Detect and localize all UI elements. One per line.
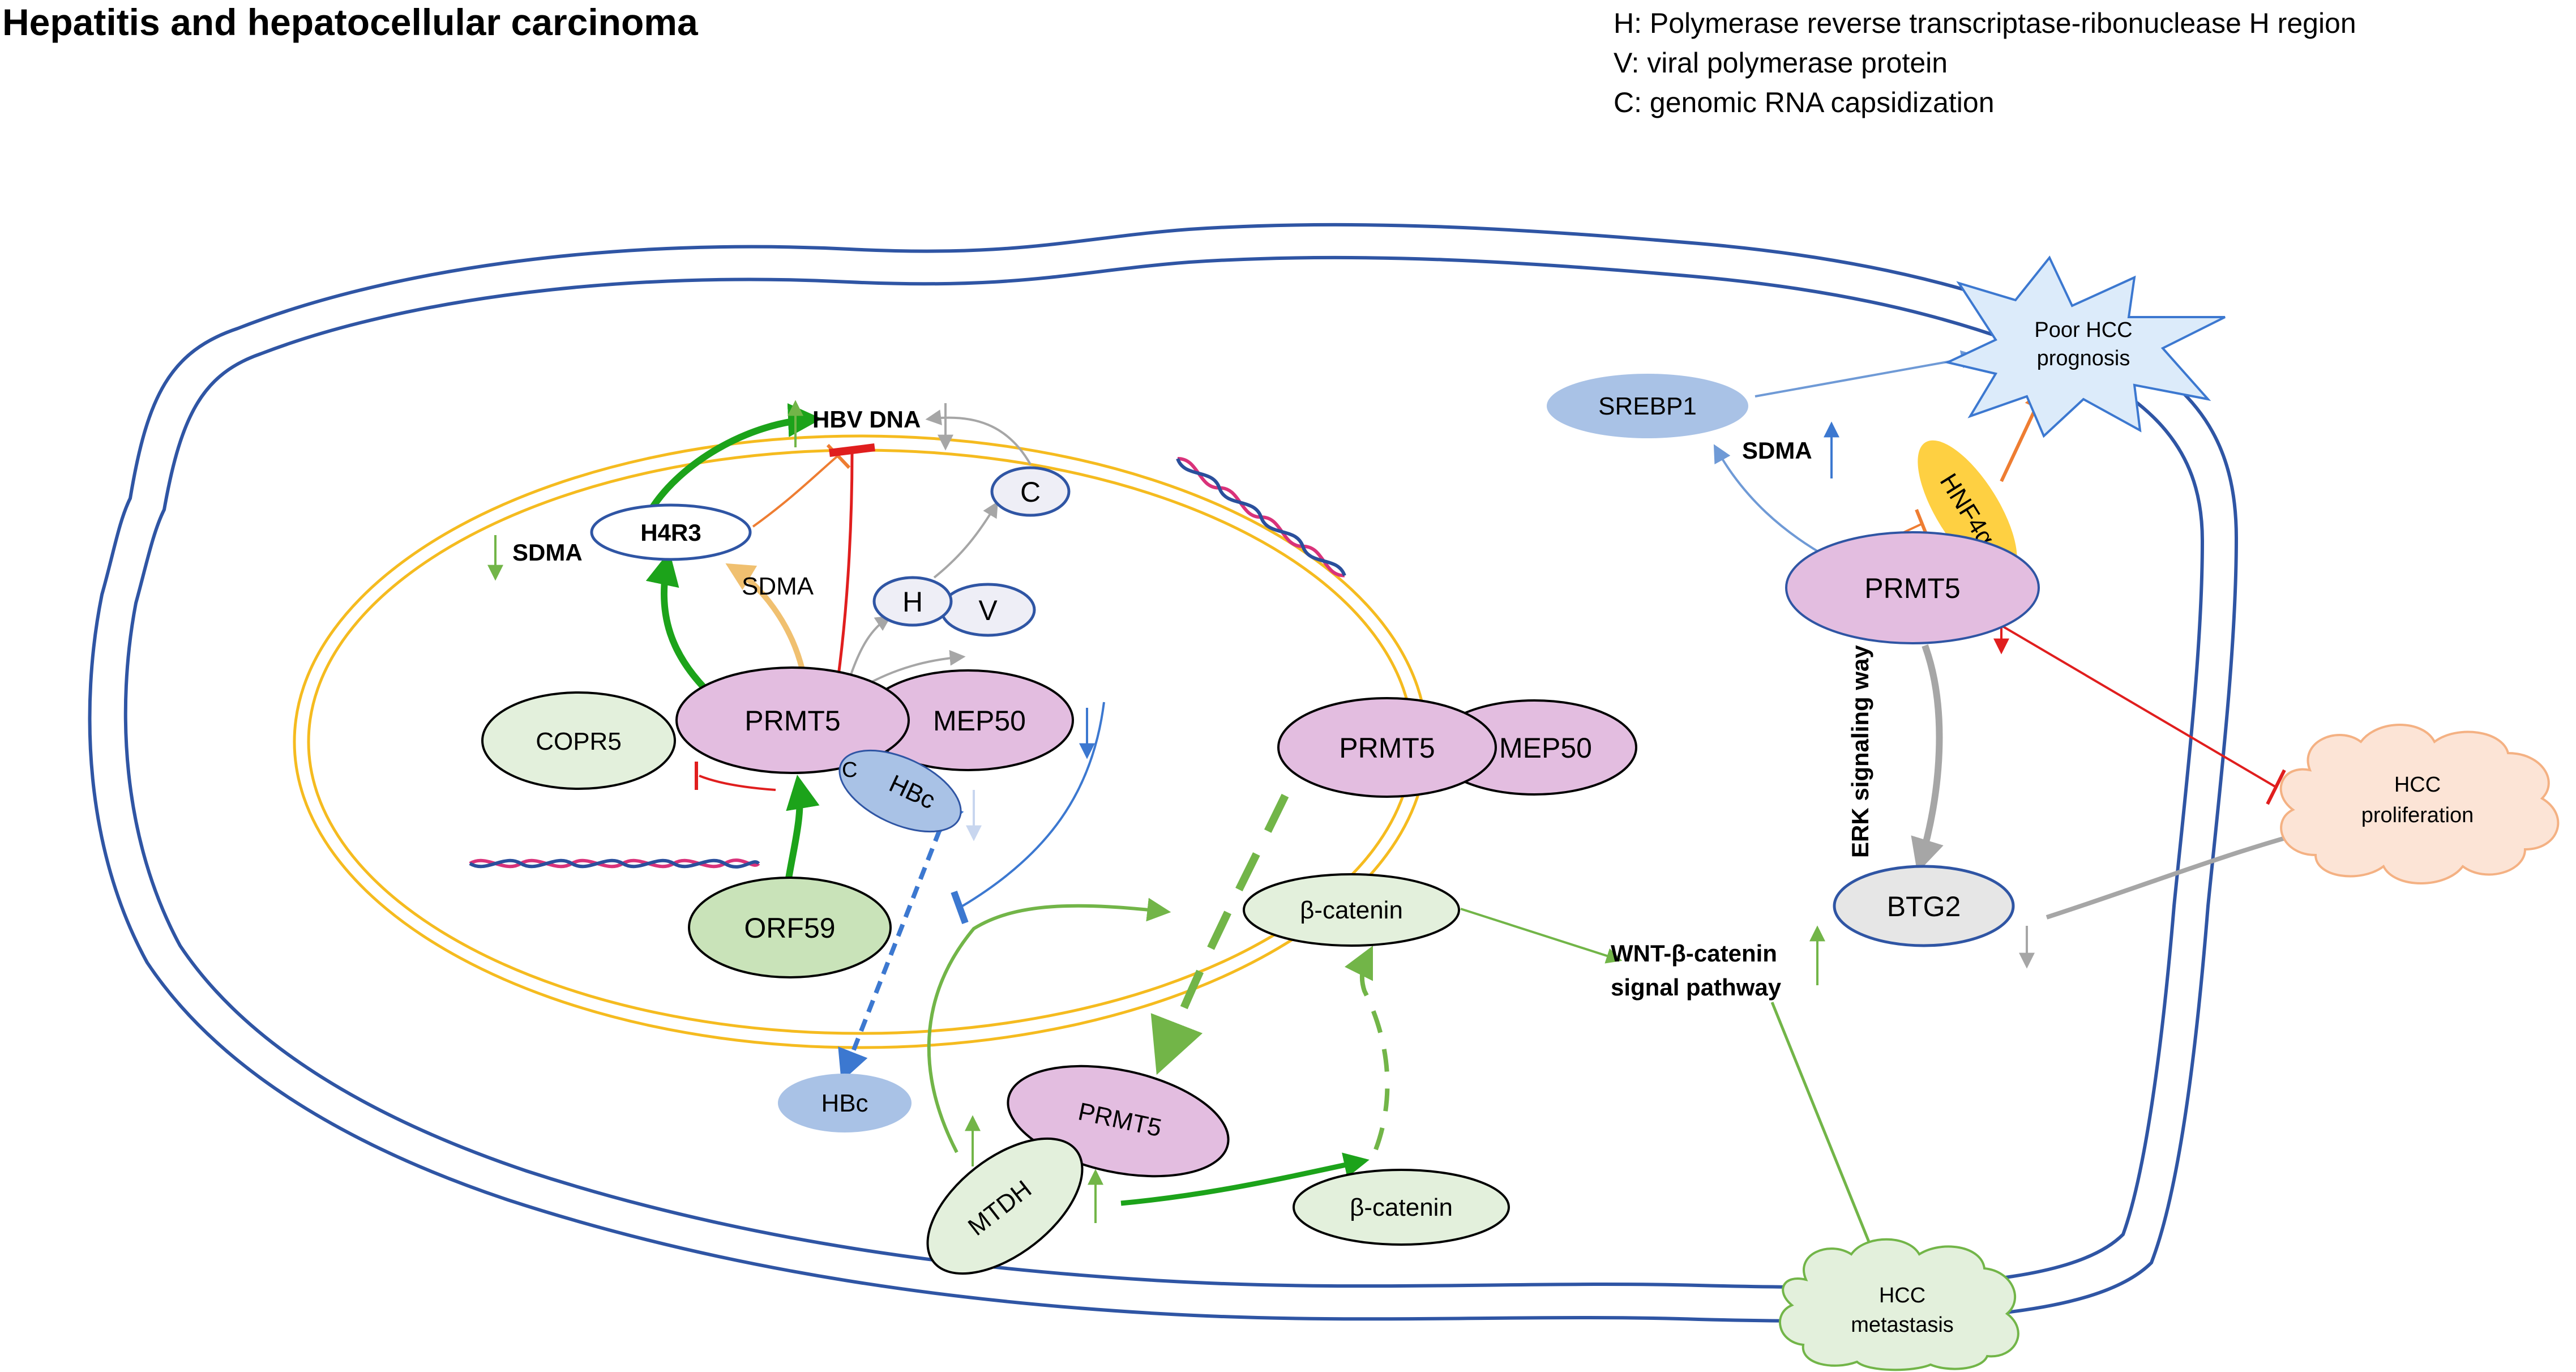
arrow-h-to-c <box>933 501 998 579</box>
arrow-prmt5-to-srebp1 <box>1713 444 1829 559</box>
sdma-h4r3-label: SDMA <box>512 539 583 566</box>
arrow-betacatenin-to-wnt <box>1460 908 1623 964</box>
arrow-betacatenin-up <box>1344 945 1390 1151</box>
poor-prognosis-starburst <box>1944 255 2226 438</box>
beta-catenin-top-label: β-catenin <box>1300 896 1403 924</box>
beta-catenin-bottom-node <box>1293 1169 1510 1246</box>
mep50-mid-label: MEP50 <box>1499 732 1592 764</box>
poor-prognosis-line1: Poor HCC <box>2034 318 2132 342</box>
sdma-srebp-label: SDMA <box>1742 437 1812 464</box>
poor-prognosis-line2: prognosis <box>2037 347 2130 370</box>
legend-v: V: viral polymerase protein <box>1614 47 1948 79</box>
arrow-hbc-shuttle <box>838 800 964 1082</box>
copr5-node <box>481 691 676 790</box>
inhibit-hbc-copr5 <box>699 775 776 791</box>
hbc-cytoplasm-node <box>778 1074 912 1132</box>
c-tag-label: C <box>842 758 857 782</box>
arrow-mtdh-to-betacatenin-bottom <box>1120 1152 1370 1206</box>
btg2-node <box>1833 865 2015 947</box>
arrow-prmt5-to-btg2 <box>1911 644 1944 873</box>
wnt-label-line2: signal pathway <box>1611 974 1782 1001</box>
mep50-nucleus-label: MEP50 <box>933 705 1026 737</box>
hcc-metastasis-cloud <box>1778 1238 2019 1371</box>
v-label: V <box>978 595 998 626</box>
arrow-srebp1-to-prognosis <box>1755 350 1980 398</box>
srebp1-node <box>1547 374 1748 438</box>
hcc-proliferation-line2: proliferation <box>2361 803 2474 827</box>
arrow-prmt5-to-h4r3 <box>645 551 721 705</box>
prmt5-mid-label: PRMT5 <box>1339 732 1435 764</box>
prmt5-nucleus-label: PRMT5 <box>744 705 840 737</box>
legend-h: H: Polymerase reverse transcriptase-ribo… <box>1614 7 2356 39</box>
dna-helix-icon <box>1176 456 1346 578</box>
beta-catenin-bottom-label: β-catenin <box>1350 1194 1453 1221</box>
arrow-mtdh-to-betacatenin <box>927 897 1171 1153</box>
arrow-prmt5mid-to-prmt5low <box>1150 793 1289 1075</box>
c-label: C <box>1020 476 1041 508</box>
prmt5-mid-node <box>1277 697 1497 798</box>
arrow-h4r3-to-hbvdna <box>648 403 822 512</box>
hcc-metastasis-line1: HCC <box>1879 1284 1925 1307</box>
figure-title: Hepatitis and hepatocellular carcinoma <box>2 1 699 43</box>
hbv-dna-label: HBV DNA <box>812 406 921 433</box>
prmt5-nucleus-node <box>675 666 910 774</box>
h4r3-node <box>590 503 752 561</box>
inhibit-mep50-curve <box>961 702 1105 907</box>
c-node <box>990 466 1071 517</box>
beta-catenin-top-node <box>1243 873 1460 947</box>
srebp1-label: SREBP1 <box>1598 392 1697 420</box>
prmt5-right-node <box>1785 531 2040 644</box>
hbc-cytoplasm-label: HBc <box>821 1089 868 1117</box>
hcc-proliferation-line1: HCC <box>2394 773 2441 797</box>
inhibit-h4r3-hbvdna <box>752 455 839 528</box>
btg2-label: BTG2 <box>1887 891 1961 922</box>
copr5-label: COPR5 <box>536 728 622 755</box>
h-label: H <box>902 586 923 618</box>
dna-helix-icon <box>469 858 760 869</box>
hcc-metastasis-line2: metastasis <box>1851 1313 1954 1337</box>
orf59-node <box>688 877 892 978</box>
arrow-prmt5-to-h <box>848 615 892 680</box>
mtdh-node <box>926 1137 1084 1275</box>
arrow-wnt-to-metastasis <box>1770 1002 1883 1272</box>
h4r3-label: H4R3 <box>640 519 701 546</box>
h-node <box>872 576 953 627</box>
inhibit-proliferation-prmt5 <box>1986 616 2277 788</box>
erk-label: ERK signaling way <box>1847 645 1873 858</box>
sdma-arrow-label: SDMA <box>742 572 814 600</box>
arrow-orf59-to-prmt5 <box>784 775 820 890</box>
inhibit-prmt5-hbvdna <box>836 452 854 680</box>
hbc-nucleus-node <box>838 749 962 833</box>
orf59-label: ORF59 <box>744 912 835 944</box>
prmt5-right-label: PRMT5 <box>1864 572 1960 604</box>
legend-c: C: genomic RNA capsidization <box>1614 87 1995 118</box>
arrow-prmt5-sdma-h4r3 <box>725 563 807 678</box>
wnt-label-line1: WNT-β-catenin <box>1611 940 1777 967</box>
cell-membrane <box>88 223 2239 1323</box>
hcc-proliferation-cloud <box>2279 724 2560 884</box>
